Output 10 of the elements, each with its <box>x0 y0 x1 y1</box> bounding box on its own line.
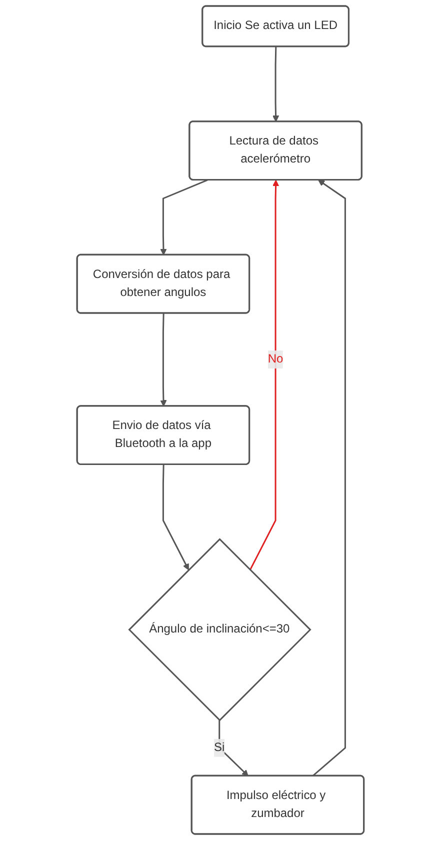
arrow <box>312 180 346 777</box>
arrow <box>160 179 208 256</box>
arrow <box>248 180 279 570</box>
arrow <box>272 46 279 122</box>
node-diamond: Ángulo de inclinación<=30 <box>128 538 311 722</box>
arrow <box>162 464 188 570</box>
edge-label: No <box>267 352 283 366</box>
arrow <box>160 313 166 407</box>
edge-label: Si <box>214 741 224 754</box>
arrow <box>218 720 248 776</box>
